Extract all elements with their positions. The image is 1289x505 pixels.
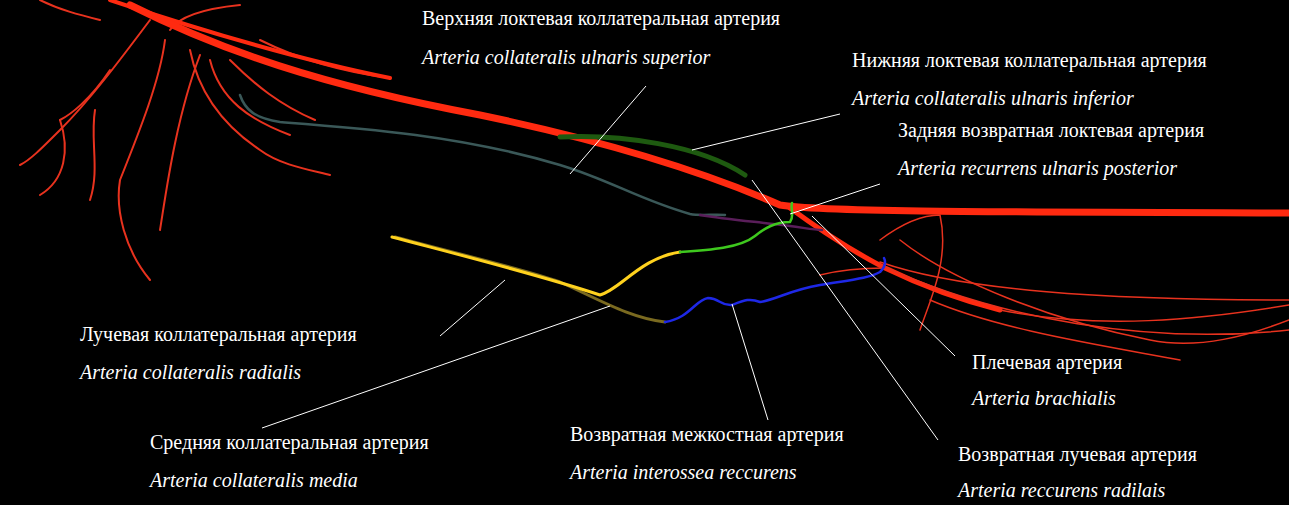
russian-name-label: Лучевая коллатеральная артерия — [80, 322, 357, 346]
russian-name-label: Задняя возвратная локтевая артерия — [898, 118, 1204, 142]
latin-name-label: Arteria recurrens ulnaris posterior — [898, 156, 1177, 180]
latin-name-label: Arteria collateralis radialis — [80, 360, 301, 384]
latin-name-label: Arteria brachialis — [972, 386, 1116, 410]
russian-name-label: Возвратная межкостная артерия — [570, 422, 844, 446]
russian-name-label: Плечевая артерия — [972, 350, 1122, 374]
latin-name-label: Arteria collateralis media — [150, 468, 358, 492]
latin-name-label: Arteria interossea reccurens — [570, 460, 797, 484]
latin-name-label: Arteria reccurens radilais — [958, 478, 1165, 502]
russian-name-label: Верхняя локтевая коллатеральная артерия — [422, 6, 780, 30]
latin-name-label: Arteria collateralis ulnaris superior — [422, 45, 710, 69]
russian-name-label: Нижняя локтевая коллатеральная артерия — [852, 48, 1207, 72]
latin-name-label: Arteria collateralis ulnaris inferior — [852, 86, 1134, 110]
russian-name-label: Средняя коллатеральная артерия — [150, 430, 429, 454]
russian-name-label: Возвратная лучевая артерия — [958, 442, 1197, 466]
